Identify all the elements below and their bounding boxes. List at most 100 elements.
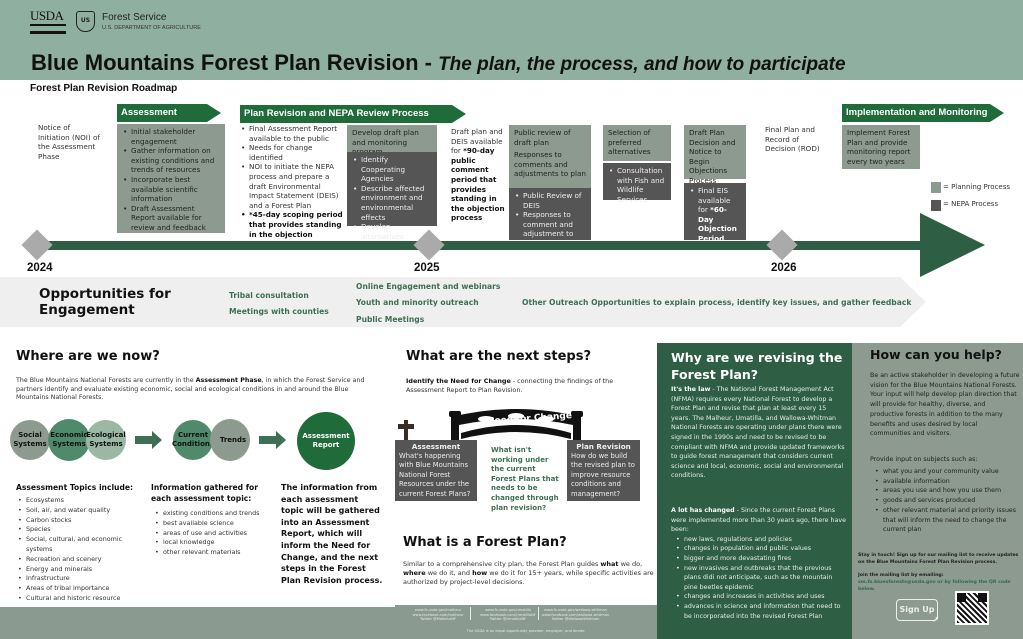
topics-heading: Assessment Topics include: (16, 483, 134, 492)
footer-link[interactable]: Twitter @MalheurNF (419, 617, 457, 621)
footer-link[interactable]: Twitter @UmatillaNF (489, 617, 527, 621)
info-list: existing conditions and trends best avai… (154, 509, 278, 558)
develop-draft-box: Develop draft plan and monitoring progra… (347, 125, 437, 156)
footer-link[interactable]: www.fs.usda.gov/wallowa-whitman (544, 608, 607, 612)
circle-label: Trends (219, 435, 247, 444)
final-plan-text: Final Plan and Record of Decision (ROD) (765, 125, 820, 154)
footer-link[interactable]: www.fs.usda.gov/malheur (414, 608, 462, 612)
footer-link[interactable]: www.facebook.com/UmatillaNF (480, 612, 536, 617)
revision-item: Needs for change identified (240, 143, 344, 162)
change-item: new invasives and outbreaks that the pre… (675, 564, 847, 593)
stay-in-touch-text: Stay in touch! Sign up for our mailing l… (858, 553, 1019, 566)
circle-assessment-report: Assessment Report (297, 412, 355, 470)
legend-swatch-planning (931, 182, 941, 193)
usda-logo: USDA (30, 8, 66, 36)
circle-label: Current Conditions (171, 431, 215, 448)
join-mailing-list-text: Join the mailing list by emailing: sm.fs… (858, 572, 1020, 593)
final-eis-bold: *60-Day Objection Period (698, 205, 737, 243)
engagement-item: Online Engagement and webinars (356, 282, 501, 291)
signpost-icon (404, 420, 408, 444)
usda-logo-text: USDA (30, 8, 64, 23)
why-law-bold: It's the law (671, 386, 711, 393)
circle-label: Assessment Report (302, 432, 350, 449)
info-item: local knowledge (154, 538, 278, 548)
noi-text: Notice of Initiation (NOI) of the Assess… (38, 123, 100, 161)
nepa-item: Public Review of DEIS (514, 191, 586, 210)
topic-item: Ecosystems (17, 496, 137, 506)
sign-up-button[interactable]: Sign Up (896, 599, 938, 621)
topic-item: Carbon stocks (17, 516, 137, 526)
why-law-body: - The National Forest Management Act (NF… (671, 386, 845, 480)
pillar-text: How do we build the revised plan to impr… (571, 451, 635, 498)
next-intro-rest: - connecting the findings of the Assessm… (406, 377, 614, 394)
revision-item: Final Assessment Report available to the… (240, 124, 344, 143)
implement-box: Implement Forest Plan and provide monito… (842, 125, 920, 169)
year-2026: 2026 (771, 262, 797, 274)
legend-swatch-nepa (931, 200, 941, 211)
info-item: areas of use and activities (154, 529, 278, 539)
footer-links-wallowa[interactable]: www.fs.usda.gov/wallowa-whitman www.face… (538, 608, 613, 622)
footer-link[interactable]: www.fs.usda.gov/umatilla (484, 608, 532, 612)
circle-current-conditions: Current Conditions (171, 420, 215, 460)
how-to-help-panel: How can you help? Be an active stakehold… (852, 343, 1023, 639)
phase-plan-revision: Plan Revision and NEPA Review Process (240, 105, 466, 123)
department-name: U.S. DEPARTMENT OF AGRICULTURE (102, 25, 201, 31)
info-item: existing conditions and trends (154, 509, 278, 519)
revision-item: NOI to initiate the NEPA process and pre… (240, 162, 344, 210)
draft-decision-box: Draft Plan Decision and Notice to Begin … (684, 125, 746, 185)
nepa-item: Consultation with Fish and Wildlife Serv… (608, 166, 666, 204)
next-steps-heading: What are the next steps? (406, 349, 591, 364)
info-item: other relevant materials (154, 548, 278, 558)
footer-link[interactable]: www.facebook.com/wallowa-whitman (541, 612, 610, 617)
circle-label: Economic Systems (50, 431, 88, 448)
fp-text: we do it for 15+ years, while specific a… (403, 569, 654, 586)
legend-nepa: = NEPA Process (943, 200, 999, 208)
topic-item: Infrastructure (17, 574, 137, 584)
info-heading: Information gathered for each assessment… (151, 483, 259, 503)
engagement-item: Other Outreach Opportunities to explain … (522, 298, 912, 307)
topic-item: Social, cultural, and economic systems (17, 535, 137, 555)
assessment-summary: The information from each assessment top… (281, 483, 383, 585)
join-pre: Join the mailing list by emailing: (858, 573, 944, 578)
nepa-item: Final EIS available for *60-Day Objectio… (689, 186, 741, 244)
footer-link[interactable]: www.facebook.com/malheur (412, 612, 464, 617)
footer-bar-left (0, 607, 395, 639)
fp-text: we do, (618, 560, 643, 568)
footer-links-malheur[interactable]: www.fs.usda.gov/malheur www.facebook.com… (403, 608, 473, 622)
title-main: Blue Mountains Forest Plan Revision - (31, 50, 439, 75)
draft-deis-bold: *90-day public comment period that provi… (451, 146, 505, 223)
forest-service-shield-icon: US (76, 11, 95, 32)
fp-bold: where (403, 569, 426, 577)
change-item: bigger and more devastating fires (675, 554, 847, 564)
help-intro: Be an active stakeholder in developing a… (870, 372, 1020, 438)
public-review-text: Public review of draft plan (514, 128, 571, 147)
topic-item: Species (17, 525, 137, 535)
nepa-item: Describe affected environment and enviro… (352, 184, 432, 222)
phase-implementation: Implementation and Monitoring (842, 104, 1004, 122)
topics-list: Ecosystems Soil, air, and water quality … (17, 496, 137, 604)
footer-link[interactable]: Twitter @WallowaWhitman (551, 617, 600, 621)
assessment-pillar: Assessment What's happening with Blue Mo… (395, 440, 477, 501)
circle-social: Social Systems (10, 420, 50, 460)
why-changed-bold: A lot has changed (671, 507, 735, 514)
final-eis-box: Final EIS available for *60-Day Objectio… (684, 183, 746, 243)
draft-deis-text: Draft plan and DEIS available for *90-da… (451, 127, 506, 223)
qr-code[interactable] (955, 591, 989, 625)
public-review-box: Public review of draft plan Responses to… (509, 125, 591, 188)
where-paragraph: The Blue Mountains National Forests are … (16, 377, 376, 403)
where-para-bold: Assessment Phase (195, 377, 262, 384)
timeline-bar (38, 241, 928, 250)
revision-list: Final Assessment Report available to the… (240, 124, 344, 249)
email-link[interactable]: sm.fs.bluesforests@usda.gov (858, 580, 936, 586)
arrow-right-icon (259, 431, 286, 449)
circle-label: Ecological Systems (86, 431, 126, 448)
subject-item: other relevant material and priority iss… (874, 506, 1020, 535)
change-item: changes and increases in activities and … (675, 592, 847, 602)
equal-opportunity-statement: The USDA is an equal opportunity provide… (466, 629, 586, 633)
agency-name: Forest Service (102, 12, 167, 23)
circle-ecological: Ecological Systems (86, 420, 126, 460)
footer-links-umatilla[interactable]: www.fs.usda.gov/umatilla www.facebook.co… (473, 608, 543, 622)
footer-divider (470, 607, 471, 620)
engagement-item: Public Meetings (356, 315, 425, 324)
